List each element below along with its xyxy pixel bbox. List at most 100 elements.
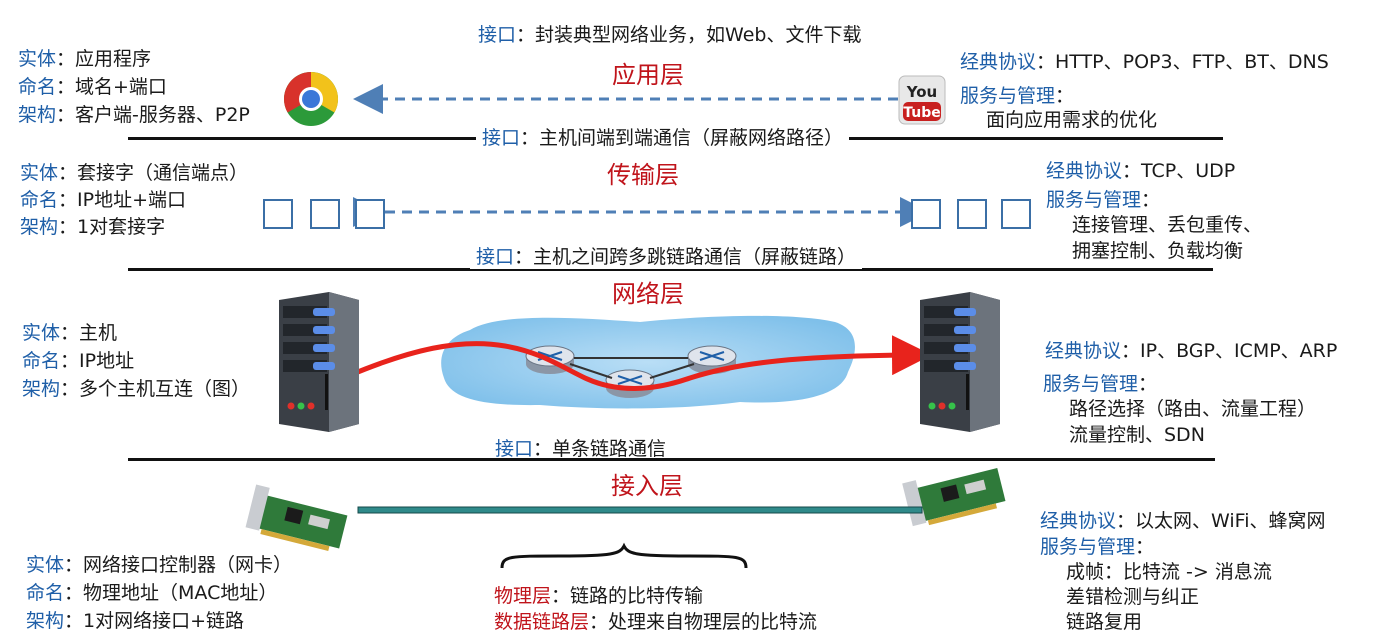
transport-interface-text: ：主机间端到端通信（屏蔽网络路径）	[520, 127, 844, 149]
transport-protocols: 经典协议：TCP、UDP	[1046, 159, 1235, 183]
transport-interface-key: 接口	[482, 127, 521, 149]
server-icon	[279, 292, 359, 432]
application-interface-text: ：封装典型网络业务，如Web、文件下载	[516, 24, 862, 46]
access-entity-key: 实体	[26, 554, 65, 576]
physical-sublayer-value: ：链路的比特传输	[551, 585, 704, 607]
access-architecture: 架构：1对网络接口+链路	[26, 609, 244, 633]
access-naming: 命名：物理地址（MAC地址）	[26, 581, 277, 605]
application-service-heading: 服务与管理：	[960, 84, 1074, 108]
server-icon	[920, 292, 1000, 432]
router-icon	[605, 369, 655, 398]
curly-brace	[500, 542, 748, 569]
chrome-icon	[283, 71, 339, 126]
application-protocols-value: ：HTTP、POP3、FTP、BT、DNS	[1036, 51, 1329, 73]
socket-box	[310, 199, 340, 229]
network-service-item: 流量控制、SDN	[1069, 424, 1205, 446]
transport-service-key: 服务与管理	[1046, 189, 1142, 211]
application-layer-title: 应用层	[612, 61, 684, 89]
application-architecture: 架构：客户端-服务器、P2P	[18, 103, 250, 127]
access-protocols-value: ：以太网、WiFi、蜂窝网	[1116, 510, 1326, 532]
network-interface-key: 接口	[476, 246, 515, 268]
network-entity-value: ：主机	[60, 322, 118, 344]
application-naming-key: 命名	[18, 76, 57, 98]
network-naming: 命名：IP地址	[22, 349, 134, 373]
network-interface-text: ：主机之间跨多跳链路通信（屏蔽链路）	[514, 246, 857, 268]
transport-architecture-value: ：1对套接字	[58, 216, 166, 238]
transport-naming-value: ：IP地址+端口	[58, 189, 186, 211]
application-service-key: 服务与管理	[960, 85, 1056, 107]
routing-path-arrow	[347, 335, 932, 391]
access-service-item: 链路复用	[1066, 611, 1143, 633]
datalink-sublayer-key: 数据链路层	[494, 611, 590, 633]
router-link	[569, 363, 613, 379]
access-architecture-key: 架构	[26, 610, 65, 632]
transport-protocols-value: ：TCP、UDP	[1122, 160, 1236, 182]
separator-line	[128, 458, 1215, 461]
application-entity-key: 实体	[18, 48, 57, 70]
transport-layer-title: 传输层	[607, 161, 679, 189]
datalink-sublayer: 数据链路层：处理来自物理层的比特流	[494, 610, 817, 634]
datalink-sublayer-value: ：处理来自物理层的比特流	[589, 611, 818, 633]
application-interface: 接口：封装典型网络业务，如Web、文件下载	[478, 23, 861, 47]
transport-entity-value: ：套接字（通信端点）	[58, 162, 249, 184]
application-entity: 实体：应用程序	[18, 47, 151, 71]
network-naming-value: ：IP地址	[60, 350, 135, 372]
transport-entity: 实体：套接字（通信端点）	[20, 161, 248, 185]
socket-box	[1001, 199, 1031, 229]
network-architecture: 架构：多个主机互连（图）	[22, 377, 250, 401]
network-service-colon: ：	[1138, 373, 1158, 395]
application-protocols: 经典协议：HTTP、POP3、FTP、BT、DNS	[960, 50, 1329, 74]
network-service-item: 路径选择（路由、流量工程）	[1069, 398, 1317, 420]
network-entity-key: 实体	[22, 322, 61, 344]
access-service-key: 服务与管理	[1040, 536, 1136, 558]
access-service-item: 成帧：比特流 -> 消息流	[1066, 561, 1272, 583]
socket-box	[263, 199, 293, 229]
access-interface-text: ：单条链路通信	[533, 438, 667, 460]
nic-card-icon	[245, 484, 348, 551]
socket-box	[911, 199, 941, 229]
transport-service-item: 连接管理、丢包重传、	[1072, 214, 1263, 236]
transport-architecture: 架构：1对套接字	[20, 215, 165, 239]
network-architecture-key: 架构	[22, 378, 61, 400]
network-protocols-value: ：IP、BGP、ICMP、ARP	[1121, 340, 1338, 362]
transport-service-heading: 服务与管理：	[1046, 188, 1160, 212]
access-naming-key: 命名	[26, 582, 65, 604]
nic-card-icon	[902, 467, 1006, 527]
transport-naming-key: 命名	[20, 189, 59, 211]
socket-box	[957, 199, 987, 229]
router-link	[649, 363, 695, 379]
access-layer-title: 接入层	[611, 472, 683, 500]
access-protocols-key: 经典协议	[1040, 510, 1117, 532]
transport-entity-key: 实体	[20, 162, 59, 184]
transport-interface: 接口：主机间端到端通信（屏蔽网络路径）	[476, 126, 850, 150]
network-service-heading: 服务与管理：	[1043, 372, 1157, 396]
application-protocols-key: 经典协议	[960, 51, 1037, 73]
access-service-heading: 服务与管理：	[1040, 535, 1154, 559]
socket-box	[355, 199, 385, 229]
application-interface-key: 接口	[478, 24, 517, 46]
network-architecture-value: ：多个主机互连（图）	[60, 378, 251, 400]
youtube-icon: You Tube	[898, 75, 946, 125]
physical-sublayer-key: 物理层	[494, 585, 552, 607]
access-interface-key: 接口	[495, 438, 534, 460]
separator-line	[128, 268, 1213, 271]
access-interface: 接口：单条链路通信	[495, 437, 666, 461]
application-naming: 命名：域名+端口	[18, 75, 167, 99]
transport-protocols-key: 经典协议	[1046, 160, 1123, 182]
network-entity: 实体：主机	[22, 321, 117, 345]
network-naming-key: 命名	[22, 350, 61, 372]
access-entity-value: ：网络接口控制器（网卡）	[64, 554, 293, 576]
network-protocols-key: 经典协议	[1045, 340, 1122, 362]
transport-service-colon: ：	[1141, 189, 1161, 211]
application-architecture-value: ：客户端-服务器、P2P	[56, 104, 250, 126]
youtube-logo-tube: Tube	[903, 105, 941, 121]
access-service-item: 差错检测与纠正	[1066, 586, 1200, 608]
physical-sublayer: 物理层：链路的比特传输	[494, 584, 703, 608]
transport-architecture-key: 架构	[20, 216, 59, 238]
youtube-logo-you: You	[906, 83, 937, 101]
transport-naming: 命名：IP地址+端口	[20, 188, 186, 212]
application-architecture-key: 架构	[18, 104, 57, 126]
access-architecture-value: ：1对网络接口+链路	[64, 610, 245, 632]
network-service-key: 服务与管理	[1043, 373, 1139, 395]
